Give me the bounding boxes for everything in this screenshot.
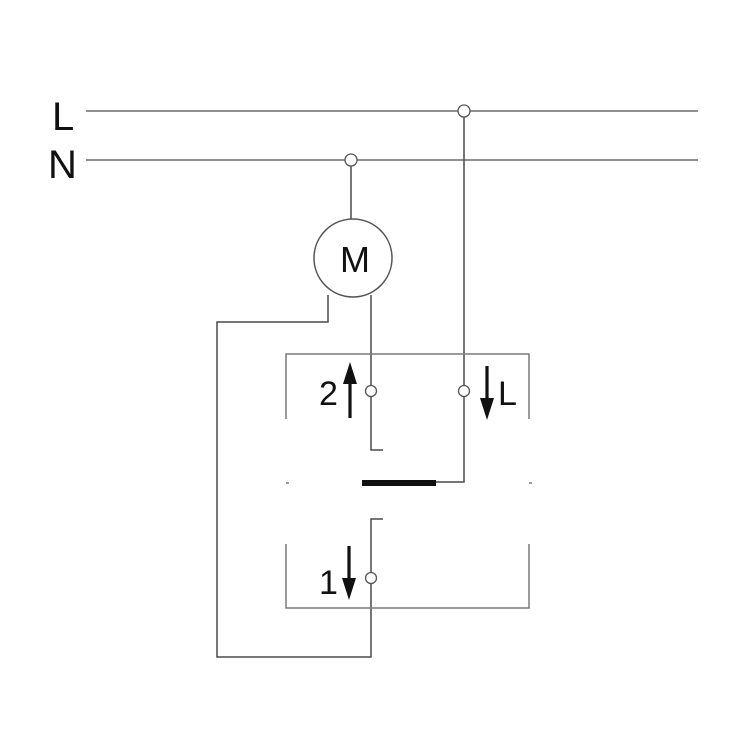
line-feed-wire [436,111,465,483]
terminal-1-label: 1 [319,564,338,602]
line-bus-label: L [52,95,74,139]
motor [313,218,393,298]
neutral-bus-label: N [48,143,77,187]
terminal-line [457,384,471,398]
terminal-2 [364,384,378,398]
terminal-2-label: 2 [319,375,338,413]
terminal-line-label: L [498,375,517,413]
arrow-down-icon [342,546,356,600]
motor-wire-terminal-2 [370,295,383,451]
arrow-down-icon [480,366,494,420]
switch-frame-top [285,353,530,419]
arrow-up-icon [343,362,357,418]
motor-wire-terminal-1 [216,295,383,658]
line-junction [457,104,471,118]
motor-label: M [340,239,370,280]
switch-frame-bottom [285,544,530,609]
neutral-junction [344,153,358,167]
terminal-1 [364,571,378,585]
